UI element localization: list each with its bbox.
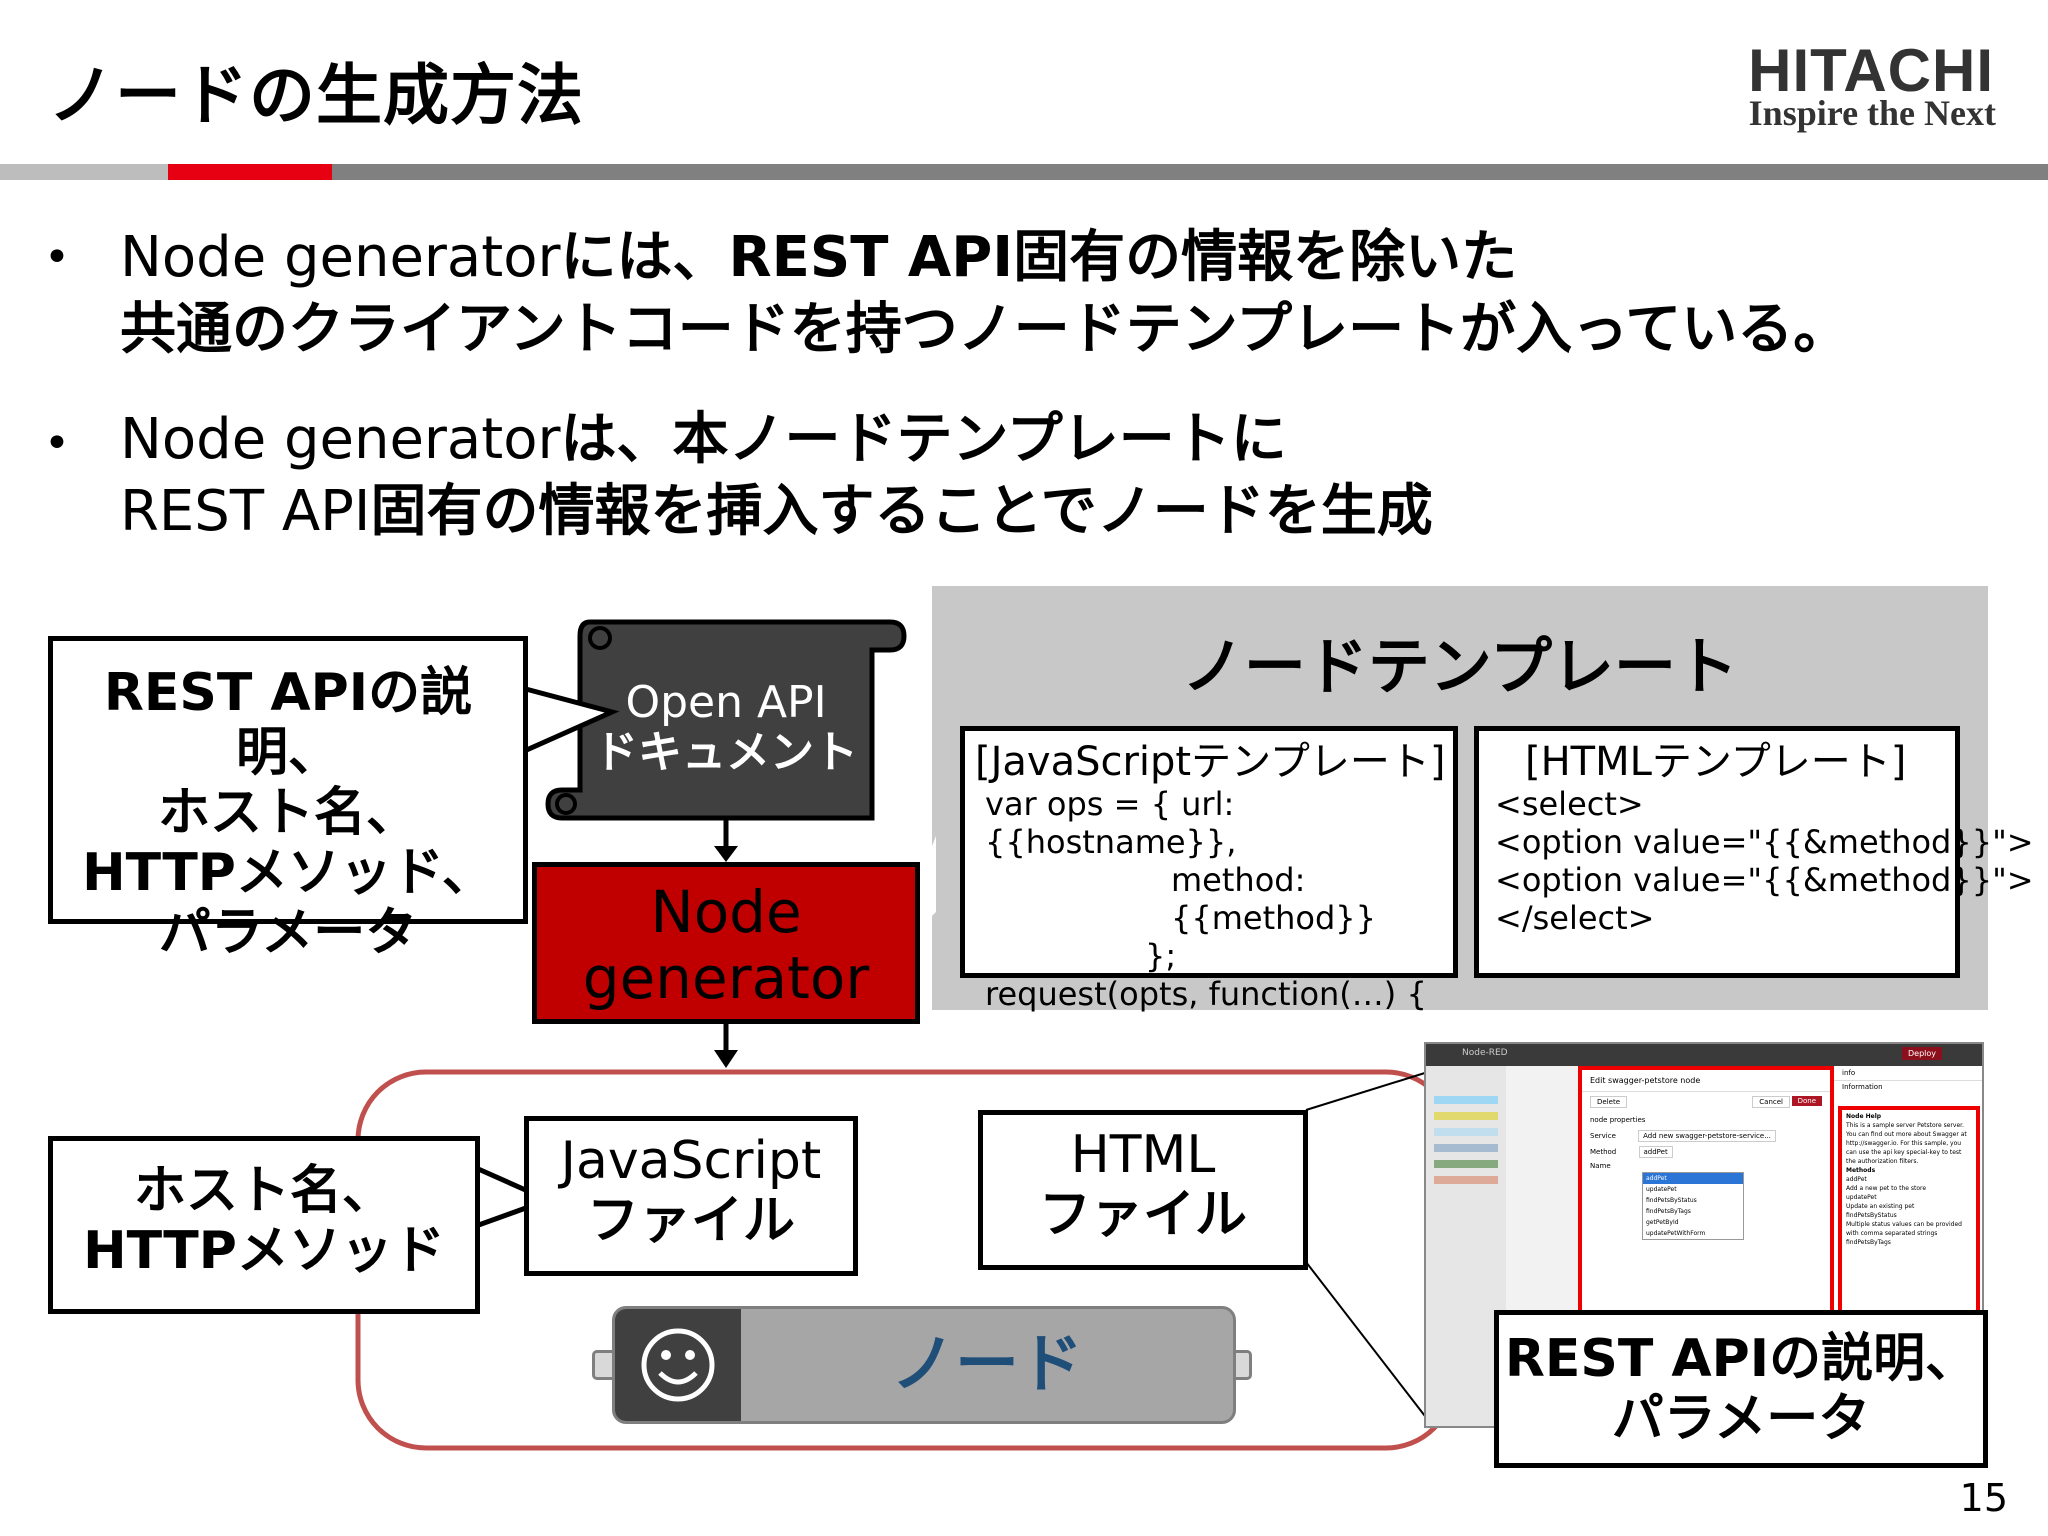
nr-info-heading: Information	[1842, 1083, 1883, 1091]
html-file-l2: ファイル	[1038, 1185, 1247, 1245]
nr-palette	[1426, 1066, 1506, 1426]
js-template-header: [JavaScriptテンプレート]	[975, 739, 1446, 785]
hitachi-logo: HITACHI	[1748, 37, 1994, 104]
bullet-2-line2-rest: 固有の情報を挿入することでノードを生成	[370, 479, 1433, 544]
callout-top-l2: ホスト名、	[157, 783, 418, 843]
html-template-header: [HTMLテンプレート]	[1525, 739, 1907, 785]
nr-deploy-button[interactable]: Deploy	[1901, 1047, 1942, 1060]
bullet-2: Node generatorは、本ノードテンプレートに REST API固有の情…	[120, 404, 1433, 548]
openapi-l2: ドキュメント	[594, 727, 858, 778]
callout-bl-l2: HTTPメソッド	[83, 1221, 445, 1281]
bullet-1-prefix: Node generator	[120, 225, 561, 290]
nr-service-select[interactable]: Add new swagger-petstore-service...	[1638, 1130, 1776, 1142]
openapi-document: Open API ドキュメント	[580, 678, 872, 778]
connector-bottom	[1305, 1261, 1429, 1421]
js-template-note: [JavaScriptテンプレート] var ops = { url: {{ho…	[960, 726, 1458, 1013]
bullet-2-line2-prefix: REST API	[120, 479, 371, 544]
template-panel-title: ノードテンプレート	[1181, 630, 1739, 703]
html-file-l1: HTML	[1070, 1125, 1216, 1185]
nr-service-row: Service Add new swagger-petstore-service…	[1582, 1128, 1830, 1144]
nr-method-label: Method	[1590, 1148, 1617, 1156]
bullet-1: Node generatorには、REST API固有の情報を除いた 共通のクラ…	[120, 222, 1849, 366]
nr-methods-heading: Methods	[1846, 1167, 1876, 1174]
nr-app-title: Node-RED	[1462, 1048, 1508, 1058]
javascript-file: JavaScript ファイル	[524, 1116, 858, 1276]
callout-rest-api-params: REST APIの説明、 パラメータ	[1494, 1310, 1988, 1468]
nr-name-label: Name	[1590, 1162, 1611, 1170]
html-line-4: </select>	[1495, 899, 1655, 937]
node-label: ノード	[891, 1328, 1083, 1402]
nr-node-help-heading: Node Help	[1846, 1113, 1882, 1120]
page-number: 15	[1959, 1476, 2008, 1520]
callout-host-method: ホスト名、 HTTPメソッド	[48, 1136, 480, 1314]
callout-rest-api-info: REST APIの説明、 ホスト名、 HTTPメソッド、 パラメータ	[48, 636, 528, 963]
nr-help-method: Multiple status values can be provided w…	[1846, 1221, 1962, 1237]
header-divider-light	[0, 164, 168, 180]
html-line-3: <option value="{{&method}}">	[1495, 861, 2034, 899]
callout-br-l1: REST APIの説明、	[1504, 1329, 1978, 1389]
nr-info-tab[interactable]: info	[1834, 1066, 1982, 1081]
js-line-3: };	[1145, 937, 1177, 975]
nr-node-properties: node properties	[1590, 1116, 1646, 1124]
bullet-1-rest: には、REST API固有の情報を除いた	[560, 225, 1518, 290]
html-line-1: <select>	[1495, 785, 1644, 823]
nr-method-select[interactable]: addPet	[1638, 1146, 1673, 1158]
nr-help-method: Update an existing pet	[1846, 1203, 1915, 1210]
openapi-l1: Open API	[625, 677, 827, 728]
nr-header: Node-RED Deploy	[1426, 1044, 1982, 1066]
header-accent-bar	[168, 164, 332, 180]
nr-cancel-button[interactable]: Cancel	[1752, 1096, 1790, 1108]
callout-bl-l1: ホスト名、	[133, 1161, 394, 1221]
nr-help-method: updatePet	[1846, 1194, 1877, 1201]
bullet-1-line2: 共通のクライアントコードを持つノードテンプレートが入っている。	[120, 297, 1850, 362]
nr-help-method: findPetsByStatus	[1846, 1212, 1897, 1219]
js-line-2: method: {{method}}	[1171, 861, 1377, 937]
nr-node-help: Node Help This is a sample server Petsto…	[1838, 1106, 1980, 1426]
callout-top-l3: HTTPメソッド、	[82, 843, 494, 903]
arrow-doc-to-generator	[714, 818, 738, 862]
nr-done-button[interactable]: Done	[1791, 1096, 1822, 1106]
nr-help-method: findPetsByTags	[1846, 1239, 1891, 1246]
node-generator-l1: Node	[650, 878, 802, 946]
bullet-2-prefix: Node generator	[120, 407, 561, 472]
connector-top	[1305, 1071, 1429, 1111]
html-template-note: [HTMLテンプレート] <select> <option value="{{&…	[1474, 726, 2034, 978]
node-element[interactable]: ノード	[612, 1306, 1236, 1424]
node-generator-box: Node generator	[532, 862, 920, 1024]
scroll-shape	[545, 619, 907, 821]
nr-option[interactable]: updatePetWithForm	[1646, 1230, 1706, 1237]
nr-method-row: Method addPet	[1582, 1144, 1830, 1160]
node-icon-area	[615, 1309, 741, 1421]
logo-tagline: Inspire the Next	[1748, 93, 1996, 133]
callout-top-l4: パラメータ	[158, 903, 418, 963]
nr-service-label: Service	[1590, 1132, 1616, 1140]
js-line-4: request(opts, function(…) {	[985, 975, 1427, 1013]
nr-delete-button[interactable]: Delete	[1590, 1096, 1627, 1108]
nr-option[interactable]: addPet	[1643, 1173, 1743, 1184]
js-line-1: var ops = { url: {{hostname}},	[985, 785, 1237, 861]
js-file-l1: JavaScript	[560, 1131, 822, 1191]
node-generator-l2: generator	[582, 944, 870, 1012]
header-divider	[0, 164, 2048, 180]
nr-dialog-title: Edit swagger-petstore node	[1582, 1070, 1830, 1092]
nr-help-text: This is a sample server Petstore server.…	[1846, 1122, 1967, 1165]
page-title: ノードの生成方法	[48, 57, 584, 134]
nr-option[interactable]: findPetsByStatus	[1646, 1197, 1697, 1204]
arrow-generator-to-node	[714, 1024, 738, 1068]
html-line-2: <option value="{{&method}}">	[1495, 823, 2034, 861]
nr-help-method: Add a new pet to the store	[1846, 1185, 1927, 1192]
html-file: HTML ファイル	[978, 1110, 1308, 1270]
bullet-2-dot: •	[44, 418, 70, 469]
nr-option[interactable]: getPetById	[1646, 1219, 1679, 1226]
js-file-l2: ファイル	[586, 1191, 795, 1251]
smiley-icon	[641, 1328, 715, 1402]
nr-help-method: addPet	[1846, 1176, 1867, 1183]
callout-top-l1: REST APIの説明、	[103, 663, 473, 783]
nr-option[interactable]: updatePet	[1646, 1186, 1677, 1193]
bullet-1-dot: •	[44, 232, 70, 283]
bullet-2-rest: は、本ノードテンプレートに	[560, 407, 1287, 472]
callout-br-l2: パラメータ	[1611, 1389, 1871, 1449]
nr-option[interactable]: findPetsByTags	[1646, 1208, 1691, 1215]
nr-method-dropdown[interactable]: addPet updatePet findPetsByStatus findPe…	[1642, 1172, 1744, 1240]
